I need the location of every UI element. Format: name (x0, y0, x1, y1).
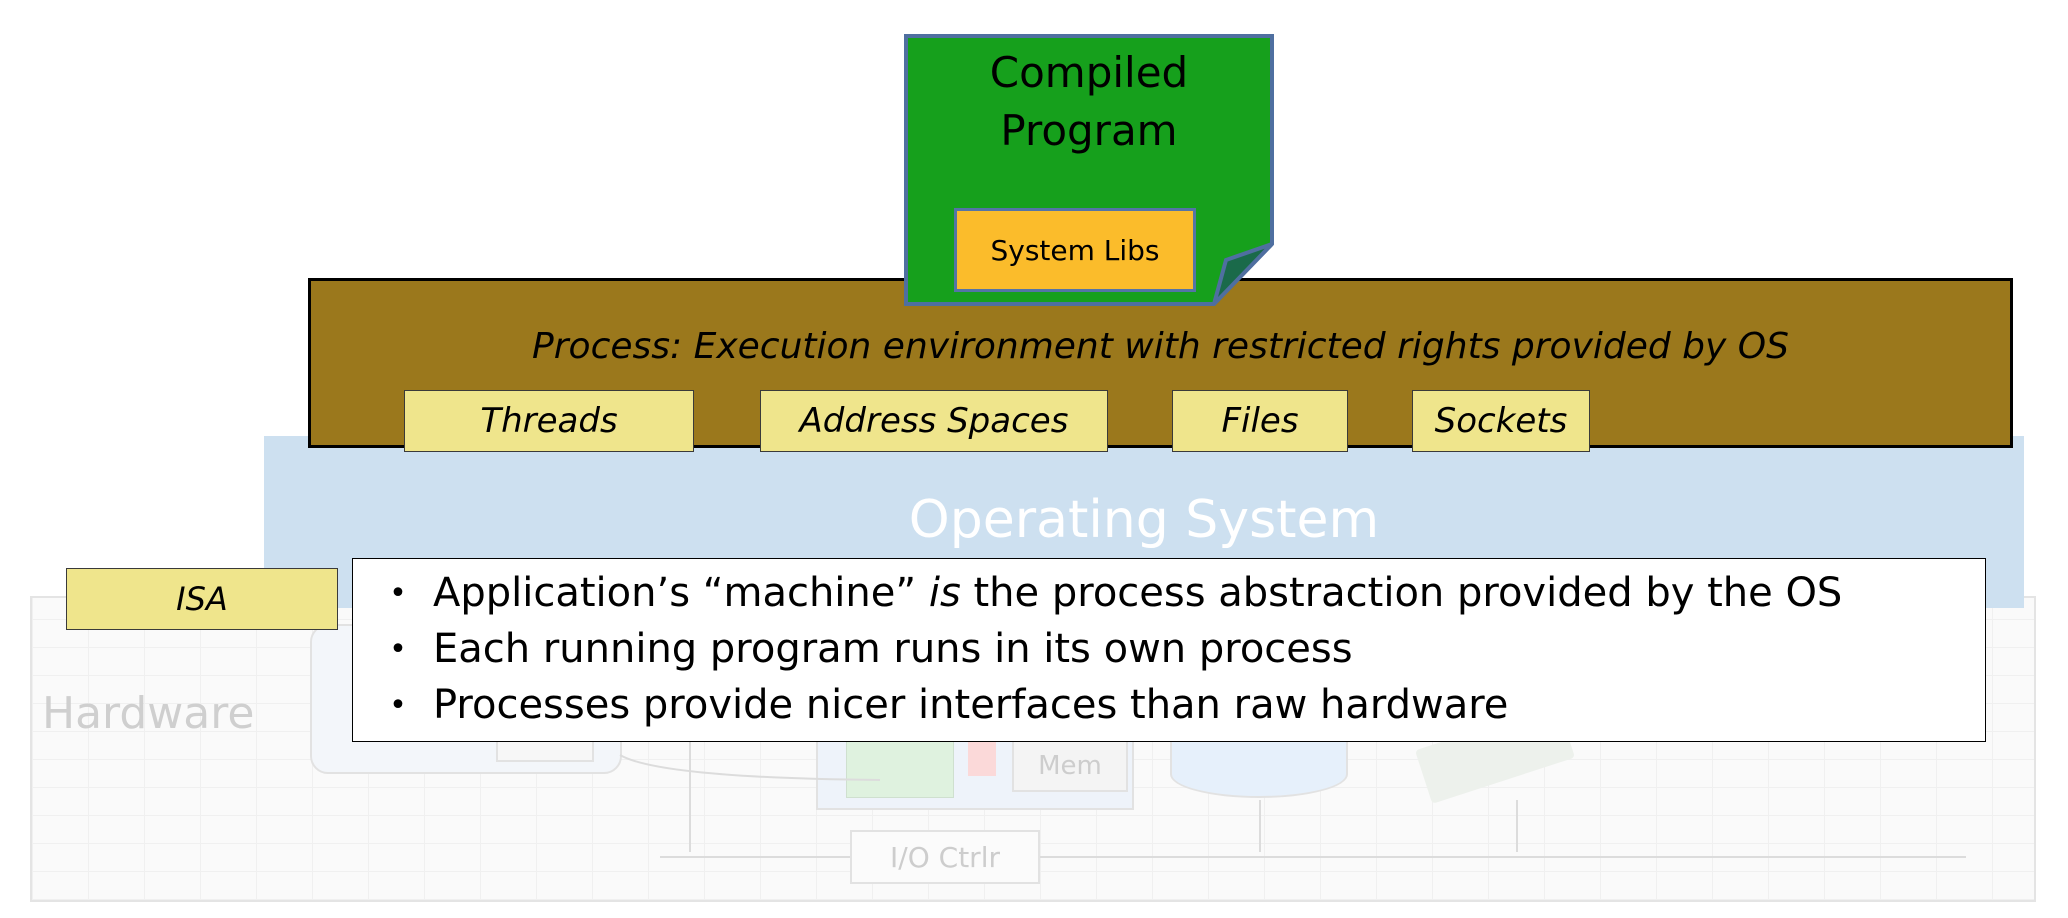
system-libs-box: System Libs (954, 208, 1196, 292)
bullet-dot: • (389, 631, 407, 667)
emphasis-is: is (928, 570, 961, 616)
cpu-mem-arrow (619, 754, 881, 781)
operating-system-label: Operating System (908, 490, 1380, 550)
bullet-text-2: Each running program runs in its own pro… (433, 626, 1353, 672)
compiled-program-label: Compiled Program (906, 44, 1272, 160)
io-ctrl-box: I/O Ctrlr (850, 830, 1040, 884)
bullet-text-1: Application’s “machine” is the process a… (433, 570, 1843, 616)
io-ctrl-label: I/O Ctrlr (890, 840, 1000, 874)
mem-box: Mem (1012, 740, 1128, 792)
sockets-box: Sockets (1412, 390, 1590, 452)
isa-box: ISA (66, 568, 338, 630)
bullet-item: • Application’s “machine” is the process… (363, 565, 1985, 621)
address-spaces-box: Address Spaces (760, 390, 1108, 452)
threads-box: Threads (404, 390, 694, 452)
hardware-label: Hardware (42, 688, 255, 739)
bullet-text-3: Processes provide nicer interfaces than … (433, 682, 1509, 728)
compiled-program-line1: Compiled (989, 48, 1189, 97)
compiled-program-line2: Program (1000, 106, 1178, 155)
files-box: Files (1172, 390, 1348, 452)
bullet-dot: • (389, 687, 407, 723)
bullet-item: • Each running program runs in its own p… (363, 621, 1985, 677)
bullet-item: • Processes provide nicer interfaces tha… (363, 677, 1985, 733)
mem-label: Mem (1038, 751, 1102, 781)
bullet-dot: • (389, 575, 407, 611)
process-label: Process: Execution environment with rest… (532, 326, 1789, 367)
bullet-callout: • Application’s “machine” is the process… (352, 558, 1986, 742)
